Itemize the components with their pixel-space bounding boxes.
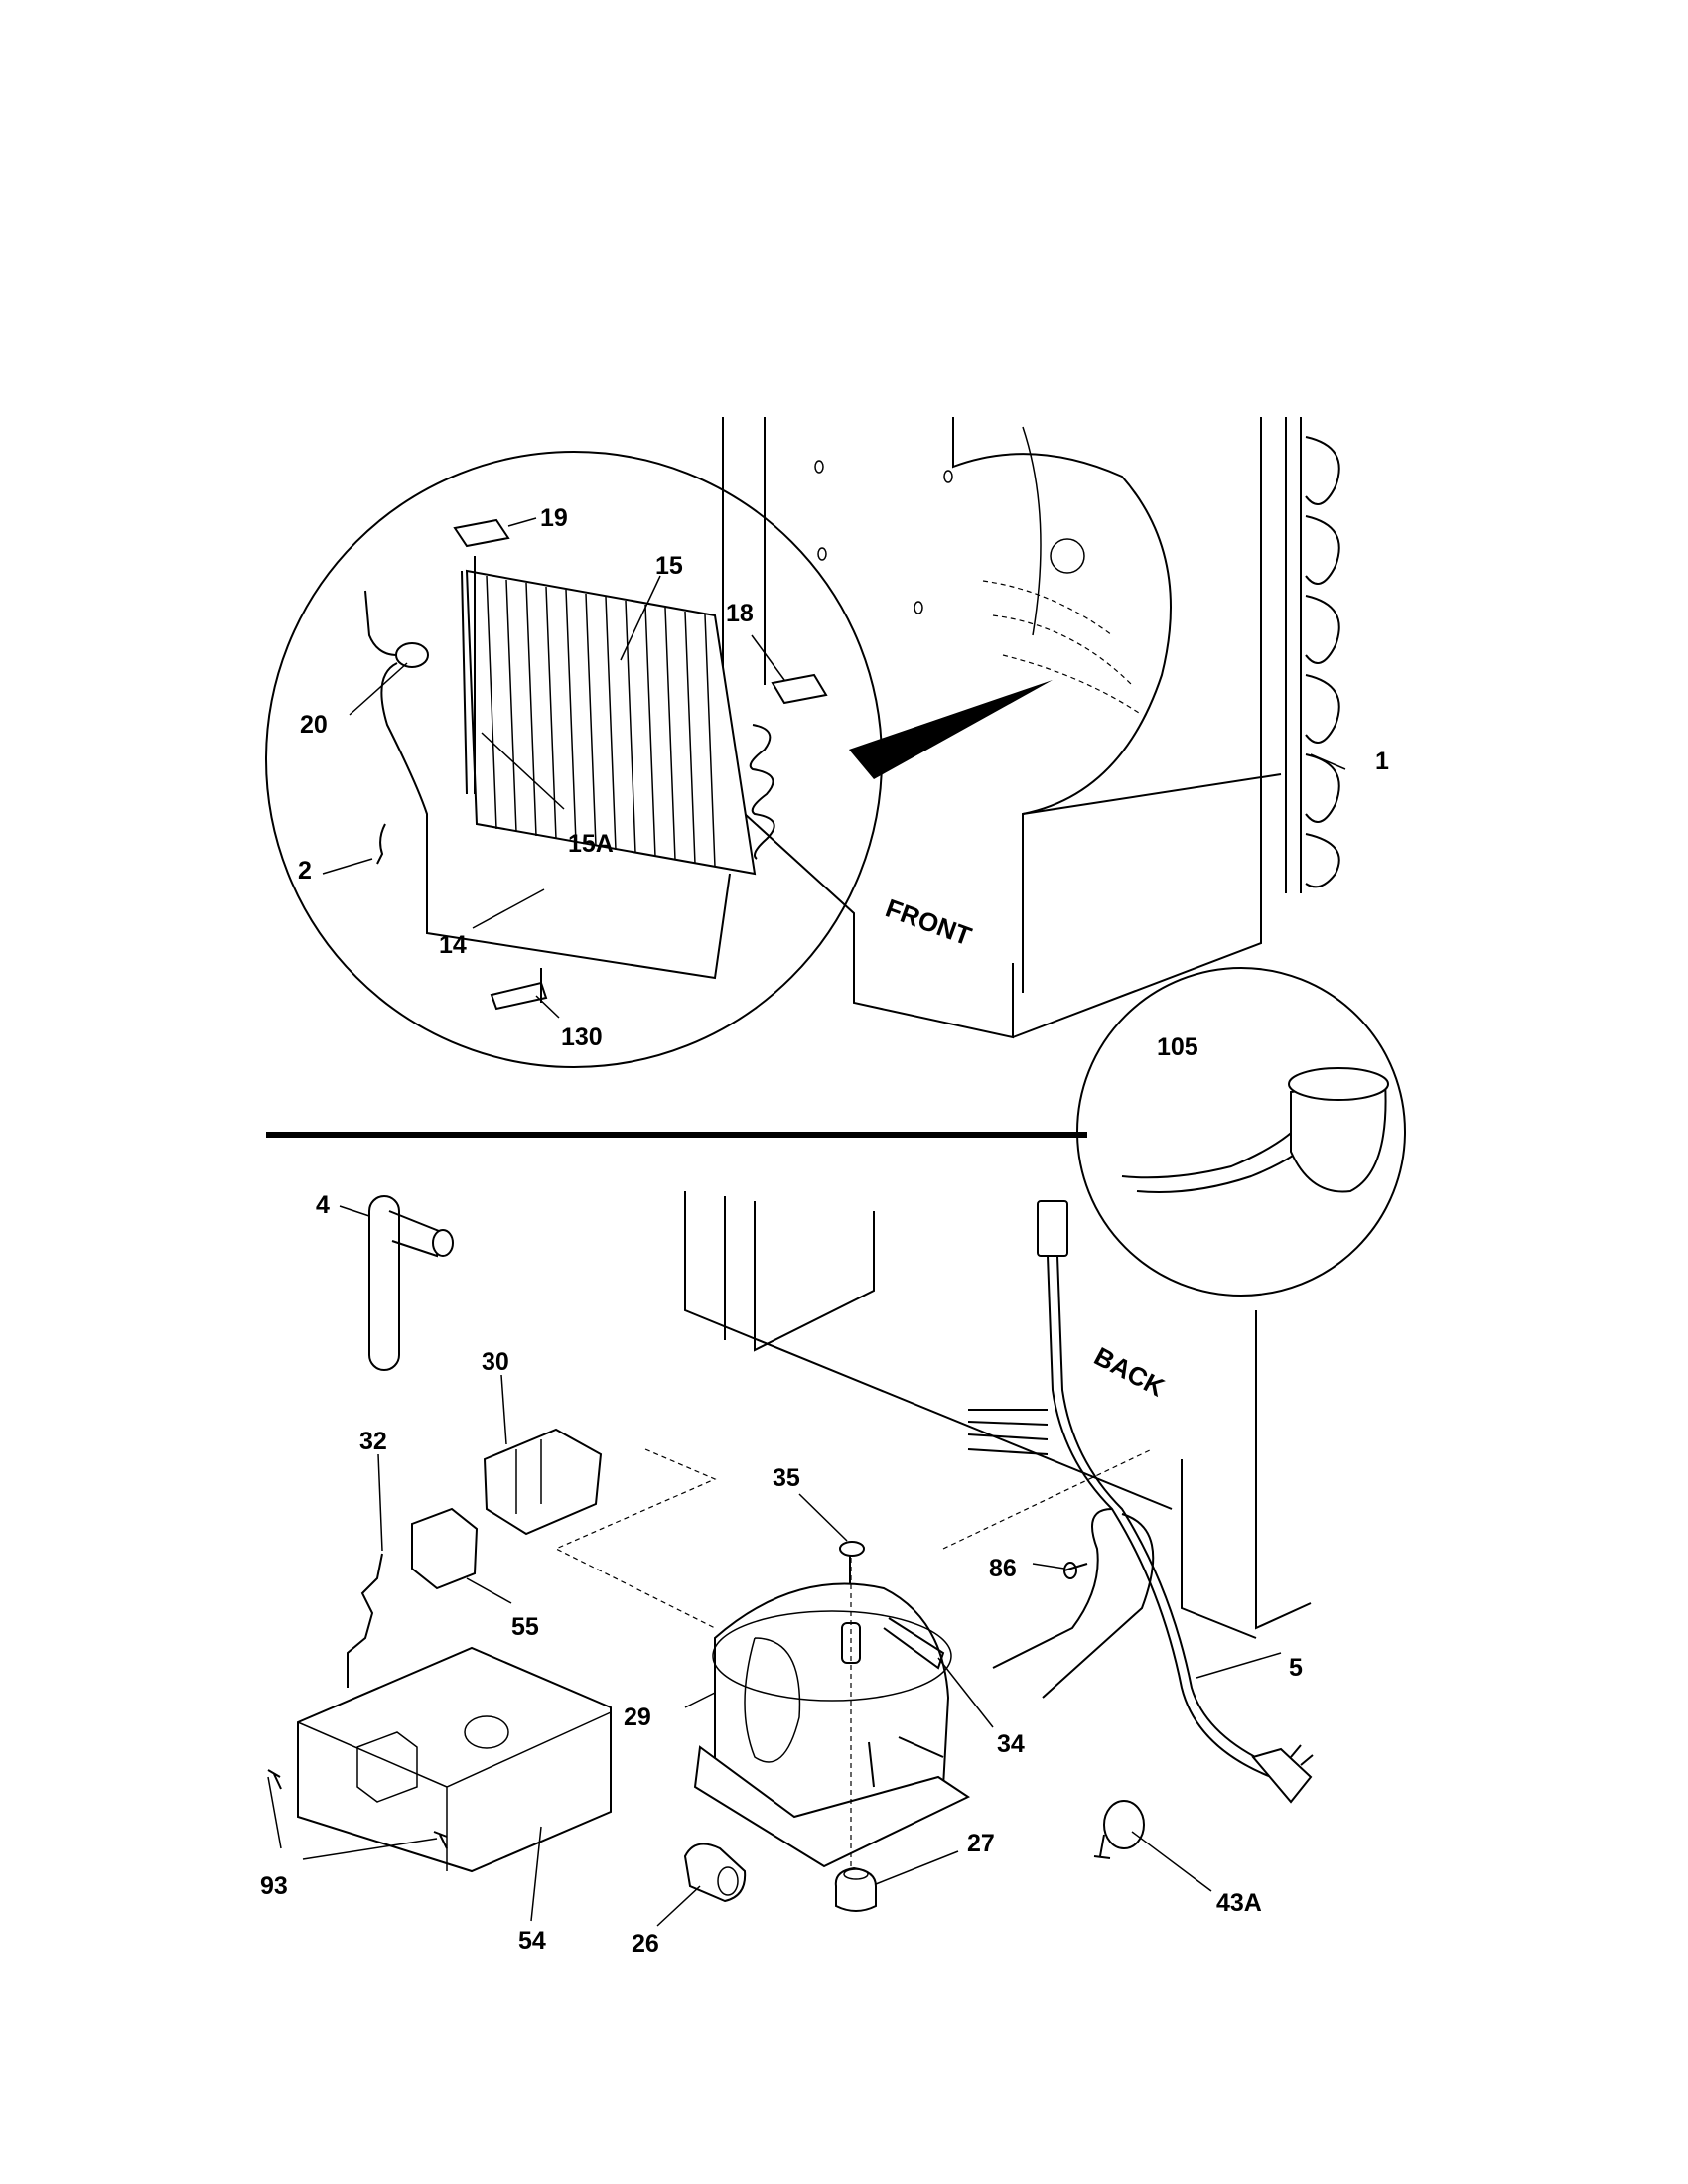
callout-29: 29 xyxy=(624,1704,651,1731)
part-29-compressor xyxy=(693,1549,971,1868)
back-label: BACK xyxy=(1089,1341,1170,1403)
callout-19: 19 xyxy=(540,504,568,532)
part-2 xyxy=(376,823,386,865)
front-label: FRONT xyxy=(882,892,976,951)
cabinet-upper xyxy=(722,417,1340,1039)
callout-130: 130 xyxy=(561,1024,603,1051)
callout-93: 93 xyxy=(260,1872,288,1900)
callout-43a: 43A xyxy=(1216,1889,1262,1917)
part-86-screw xyxy=(1063,1562,1088,1579)
callout-35: 35 xyxy=(773,1464,800,1492)
callout-30: 30 xyxy=(482,1348,509,1376)
callout-54: 54 xyxy=(518,1927,546,1955)
callout-5: 5 xyxy=(1289,1654,1303,1682)
condenser-coil xyxy=(1285,417,1340,893)
callout-15a: 15A xyxy=(568,830,614,858)
callout-27: 27 xyxy=(967,1830,995,1857)
part-19 xyxy=(453,518,510,548)
callout-32: 32 xyxy=(359,1428,387,1455)
part-5-power-cord xyxy=(967,1200,1314,1804)
callout-labels: 19 15 18 20 15A 2 14 130 1 105 4 30 32 5… xyxy=(260,504,1389,1958)
detail-pointer xyxy=(849,680,1053,779)
cabinet-lower xyxy=(554,1191,1312,1639)
part-43a-clamp xyxy=(1093,1800,1145,1859)
orientation-labels: FRONT BACK xyxy=(882,892,1170,1402)
evaporator xyxy=(461,569,775,876)
callout-26: 26 xyxy=(632,1930,659,1958)
callout-2: 2 xyxy=(298,857,312,885)
evaporator-detail xyxy=(265,451,1053,1068)
part-18 xyxy=(771,673,828,705)
part-93-screws xyxy=(267,1769,448,1849)
callout-18: 18 xyxy=(726,600,754,627)
callout-14: 14 xyxy=(439,931,467,959)
callout-1: 1 xyxy=(1375,748,1389,775)
inset-105 xyxy=(1076,967,1406,1297)
callout-20: 20 xyxy=(300,711,328,739)
part-55-overload xyxy=(411,1507,479,1590)
part-130 xyxy=(490,968,548,1011)
callout-34: 34 xyxy=(997,1730,1025,1758)
part-32-wire xyxy=(347,1553,383,1688)
part-54-control-box xyxy=(297,1646,612,1873)
part-35-screw xyxy=(839,1541,865,1583)
leader-lines xyxy=(267,517,1346,1927)
callout-105: 105 xyxy=(1157,1033,1198,1061)
callout-15: 15 xyxy=(655,552,683,580)
callout-55: 55 xyxy=(511,1613,539,1641)
defrost-thermostat xyxy=(364,590,731,980)
part-4-drier xyxy=(368,1195,454,1371)
callout-4: 4 xyxy=(316,1191,330,1219)
callout-86: 86 xyxy=(989,1555,1017,1582)
part-30-relay xyxy=(483,1428,603,1536)
part-27-grommet xyxy=(834,1866,877,1912)
